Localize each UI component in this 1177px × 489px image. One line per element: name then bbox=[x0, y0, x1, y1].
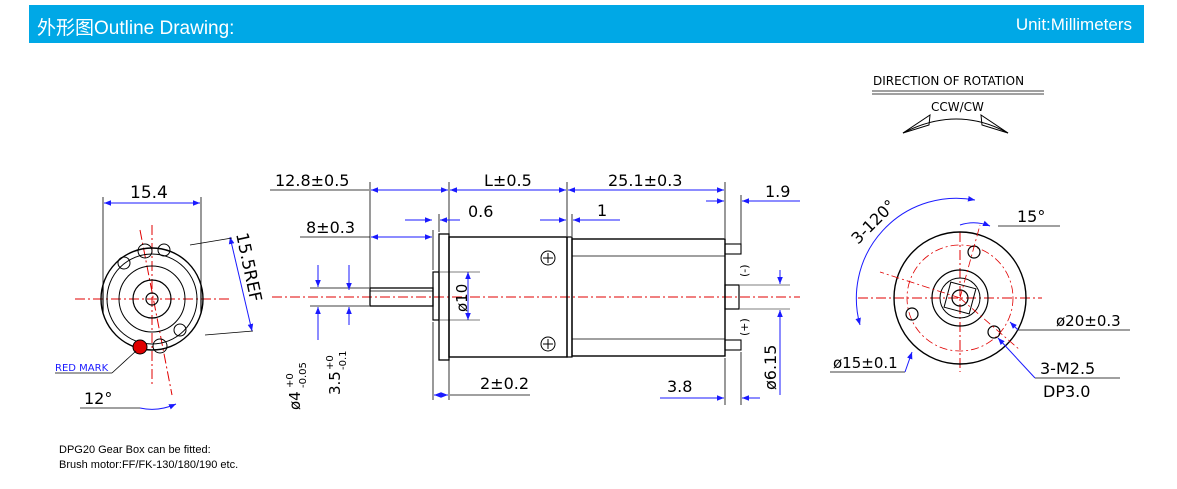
dim-front: 12.8±0.5 bbox=[275, 171, 349, 190]
dim-shaft-tol-top: +0 bbox=[285, 373, 296, 388]
cw-arrow-icon bbox=[980, 113, 1009, 134]
dim-terminal-dia: ø6.15 bbox=[761, 345, 780, 390]
dim-depth: DP3.0 bbox=[1043, 382, 1090, 401]
terminal-plus bbox=[724, 339, 742, 351]
dim-flange: 1 bbox=[597, 201, 607, 220]
side-view bbox=[270, 182, 800, 405]
dim-dia20: ø20±0.3 bbox=[1056, 312, 1121, 330]
red-mark-label: RED MARK bbox=[55, 363, 109, 374]
minus-sign: (-) bbox=[738, 264, 751, 277]
dim-flat: 3.5 bbox=[326, 371, 344, 395]
dim-gap: 0.6 bbox=[468, 202, 493, 221]
front-view-left bbox=[55, 197, 254, 410]
dim-shaft-len: 8±0.3 bbox=[306, 218, 355, 237]
note-line-2: Brush motor:FF/FK-130/180/190 etc. bbox=[59, 459, 239, 471]
dim-width: 15.4 bbox=[130, 183, 168, 203]
plus-sign: (+) bbox=[738, 318, 751, 336]
dim-boss: 2±0.2 bbox=[480, 374, 529, 393]
dim-thread: 3-M2.5 bbox=[1040, 359, 1095, 378]
dim-end: 1.9 bbox=[765, 182, 790, 201]
header-bar: 外形图Outline Drawing: Unit:Millimeters bbox=[29, 5, 1144, 43]
note-line-1: DPG20 Gear Box can be fitted: bbox=[59, 444, 211, 456]
motor-outline-circle bbox=[100, 247, 204, 351]
rotation-indicator bbox=[872, 90, 1044, 134]
dim-terminal: 3.8 bbox=[667, 377, 692, 396]
terminal-minus bbox=[724, 243, 742, 255]
dim-dia10: ø10 bbox=[453, 284, 471, 312]
rotation-value: CCW/CW bbox=[931, 100, 984, 114]
rotation-heading: DIRECTION OF ROTATION bbox=[873, 74, 1024, 88]
dim-dia15: ø15±0.1 bbox=[833, 354, 898, 372]
dim-motor: 25.1±0.3 bbox=[608, 171, 682, 190]
motor-body bbox=[571, 238, 726, 357]
dim-ref: 15.5REF bbox=[231, 231, 265, 304]
dim-shaft-dia: ø4 bbox=[286, 391, 304, 410]
page-title: 外形图Outline Drawing: bbox=[37, 18, 235, 39]
dim-angle-15: 15° bbox=[1017, 207, 1045, 226]
dim-flat-tol-top: +0 bbox=[325, 355, 336, 370]
mount-hole bbox=[905, 307, 919, 321]
dim-angle-12: 12° bbox=[84, 389, 112, 408]
dim-shaft-tol-bot: -0.05 bbox=[298, 362, 309, 388]
dimension-labels: 15.4 15.5REF RED MARK 12° 12.8±0.5 L±0.5… bbox=[55, 74, 1121, 410]
front-view-right bbox=[830, 195, 1130, 379]
red-mark-dot bbox=[132, 339, 148, 355]
ccw-arrow-icon bbox=[902, 113, 931, 134]
mount-hole bbox=[987, 325, 1001, 339]
center-line-tilt-left bbox=[139, 229, 173, 396]
dim-gear: L±0.5 bbox=[484, 171, 532, 190]
dim-flat-tol-bot: -0.1 bbox=[338, 350, 349, 370]
unit-label: Unit:Millimeters bbox=[1015, 15, 1132, 34]
